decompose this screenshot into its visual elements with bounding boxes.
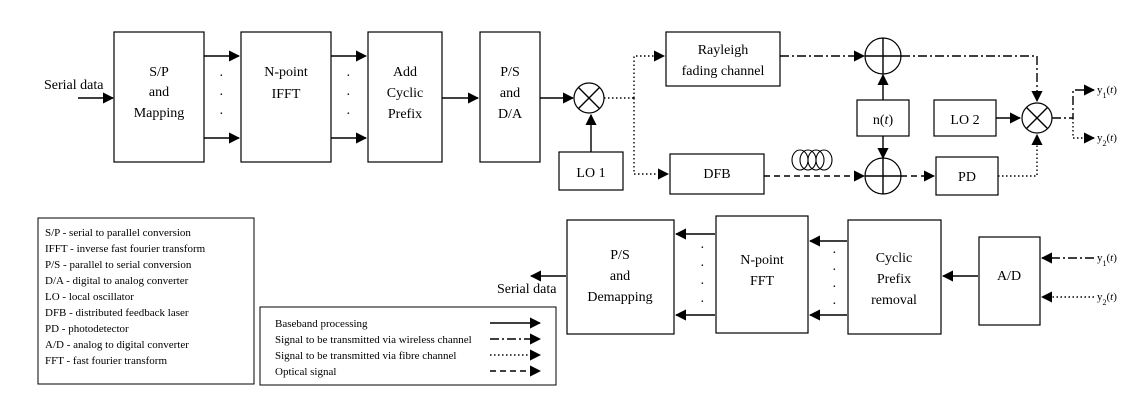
serial-data-output-label: Serial data [497,282,557,297]
adder-bottom-symbol [864,157,902,195]
abbreviation-item: PD - photodetector [45,323,129,335]
ellipsis: · [346,69,351,84]
abbreviation-list: S/P - serial to parallel conversionIFFT … [45,227,206,367]
ellipsis: · [700,259,705,274]
ellipsis: · [346,107,351,122]
ellipsis: · [832,297,837,312]
ad-block: A/D [978,236,1041,326]
adder-top-symbol [864,37,902,75]
abbreviation-panel [37,217,255,385]
ps-line-2: and [500,86,520,101]
ellipsis: · [700,295,705,310]
noise-block: n(t) [856,99,910,137]
ellipsis: · [700,241,705,256]
cp-line-3: Prefix [388,107,422,122]
ellipsis: · [219,88,224,103]
out-y2-label: y2(t) [1097,132,1117,148]
cyclic-prefix-removal-block: Cyclic Prefix removal [847,219,942,335]
legend-label: Signal to be transmitted via wireless ch… [275,334,472,346]
lo2-block: LO 2 [933,99,997,137]
ad-label: A/D [997,269,1021,284]
legend-label: Signal to be transmitted via fibre chann… [275,350,456,362]
lo1-label: LO 1 [576,166,605,181]
dfb-label: DFB [703,167,730,182]
fft-line-2: FFT [750,274,775,289]
abbreviation-item: IFFT - inverse fast fourier transform [45,243,206,255]
ifft-block: N-point IFFT [240,31,332,163]
out-y1-dashdot [1052,84,1096,119]
serial-data-input-label: Serial data [44,78,104,93]
sp-line-3: Mapping [134,106,185,121]
cpr-line-1: Cyclic [876,251,913,266]
ellipsis: · [700,277,705,292]
legend-panel [259,306,557,386]
cpr-line-3: removal [871,293,917,308]
ps-line-1: P/S [500,65,519,80]
ps-demapping-block: P/S and Demapping [566,219,675,335]
adder-to-mixer2-dashdot [901,55,1043,103]
ps-line-3: D/A [498,107,523,122]
legend-label: Baseband processing [275,318,368,330]
cp-line-2: Cyclic [387,86,424,101]
rayleigh-block: Rayleigh fading channel [665,31,781,87]
pd-to-mixer2-dotted [998,133,1043,177]
rayleigh-line-1: Rayleigh [698,43,749,58]
ellipsis: · [832,246,837,261]
ellipsis: · [219,107,224,122]
abbreviation-item: LO - local oscillator [45,291,134,303]
out-y1-label: y1(t) [1097,84,1117,100]
fft-line-1: N-point [740,253,784,268]
out-y2-dotted [1072,118,1096,144]
abbreviation-item: D/A - digital to analog converter [45,275,189,287]
sp-line-2: and [149,85,169,100]
abbreviation-item: DFB - distributed feedback laser [45,307,189,319]
rx-ps-line-1: P/S [610,248,629,263]
abbreviation-item: A/D - analog to digital converter [45,339,189,351]
sp-line-1: S/P [149,65,169,80]
cpr-line-2: Prefix [877,272,911,287]
ellipsis: · [346,88,351,103]
abbreviation-item: S/P - serial to parallel conversion [45,227,191,239]
ellipsis: · [832,263,837,278]
pd-block: PD [935,156,999,196]
ps-da-block: P/S and D/A [479,31,541,163]
in-y1-label: y1(t) [1097,252,1117,268]
rayleigh-line-2: fading channel [682,64,765,79]
rx-ps-line-2: and [610,269,630,284]
sp-mapping-block: S/P and Mapping [113,31,205,163]
to-rayleigh-dotted [633,50,666,98]
ellipsis: · [219,69,224,84]
ellipsis: · [832,280,837,295]
mixer-1-symbol [573,82,605,114]
cp-line-1: Add [393,65,417,80]
abbreviation-item: P/S - parallel to serial conversion [45,259,192,271]
legend-label: Optical signal [275,366,336,378]
rx-ps-line-3: Demapping [587,290,652,305]
lo2-label: LO 2 [950,113,979,128]
in-y2-label: y2(t) [1097,291,1117,307]
pd-label: PD [958,170,976,185]
ifft-line-1: N-point [264,65,308,80]
noise-label: n(t) [873,113,894,128]
lo1-block: LO 1 [558,151,624,191]
add-cyclic-prefix-block: Add Cyclic Prefix [367,31,443,163]
abbreviation-item: FFT - fast fourier transform [45,355,167,367]
mixer-2-symbol [1021,102,1053,134]
to-dfb-dotted [633,98,670,180]
ifft-line-2: IFFT [272,87,301,102]
dfb-block: DFB [669,153,765,195]
fft-block: N-point FFT [715,215,809,334]
fiber-coil-icon [791,149,833,171]
